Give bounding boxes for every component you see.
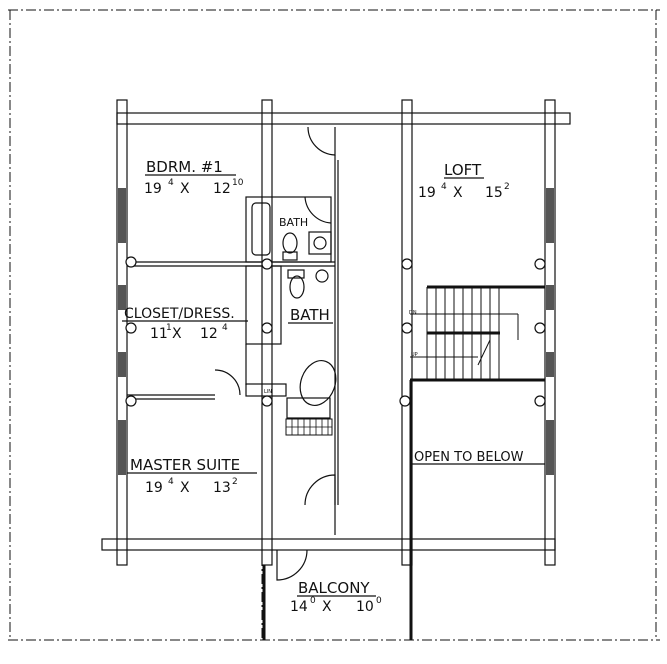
room-length: 10	[356, 599, 374, 615]
room-length: 12	[200, 326, 218, 342]
room-name: CLOSET/DRESS.	[124, 306, 235, 322]
open-to-below: OPEN TO BELOW	[412, 450, 545, 465]
stair-down-label: DN	[409, 310, 417, 316]
room-width: 19	[145, 480, 163, 496]
open-area-walls	[262, 380, 413, 640]
bath-main-label: BATH	[290, 306, 330, 324]
room-length: 15	[485, 185, 503, 201]
interior-walls	[127, 126, 339, 581]
room-width-in: 0	[310, 596, 316, 606]
bath-small-label: BATH	[279, 216, 308, 229]
exterior-walls	[101, 99, 571, 566]
dim-x: X	[180, 181, 190, 197]
dim-x: X	[172, 326, 182, 342]
stair-up-label: UP	[411, 352, 418, 358]
staircase: DN UP	[409, 285, 545, 382]
dim-x: X	[322, 599, 332, 615]
room-master-suite: MASTER SUITE 19 4 X 13 2	[127, 456, 257, 496]
room-length-in: 4	[222, 323, 228, 333]
room-width: 19	[144, 181, 162, 197]
posts	[125, 256, 546, 407]
room-length-in: 10	[232, 178, 244, 188]
room-width-in: 1	[166, 323, 172, 333]
room-width: 14	[290, 599, 308, 615]
room-balcony: BALCONY 14 0 X 10 0	[290, 579, 382, 615]
room-length-in: 2	[504, 182, 510, 192]
room-width-in: 4	[168, 178, 174, 188]
property-lines	[8, 9, 660, 641]
room-name: OPEN TO BELOW	[414, 450, 524, 465]
dim-x: X	[453, 185, 463, 201]
room-length-in: 0	[376, 596, 382, 606]
room-length-in: 2	[232, 477, 238, 487]
room-width-in: 4	[168, 477, 174, 487]
room-width-in: 4	[441, 182, 447, 192]
room-length: 13	[213, 480, 231, 496]
room-closet: CLOSET/DRESS. 11 1 X 12 4	[122, 306, 248, 342]
room-width: 19	[418, 185, 436, 201]
room-bdrm1: BDRM. #1 19 4 X 12 10	[144, 158, 244, 197]
center-lines	[261, 124, 413, 640]
room-name: BDRM. #1	[146, 158, 223, 176]
room-width: 11	[150, 326, 168, 342]
room-loft: LOFT 19 4 X 15 2	[418, 161, 510, 201]
room-name: LOFT	[444, 161, 482, 179]
dim-x: X	[180, 480, 190, 496]
room-name: BALCONY	[298, 579, 370, 597]
room-name: MASTER SUITE	[130, 456, 240, 474]
room-length: 12	[213, 181, 231, 197]
linen-label: LIN	[264, 389, 272, 395]
